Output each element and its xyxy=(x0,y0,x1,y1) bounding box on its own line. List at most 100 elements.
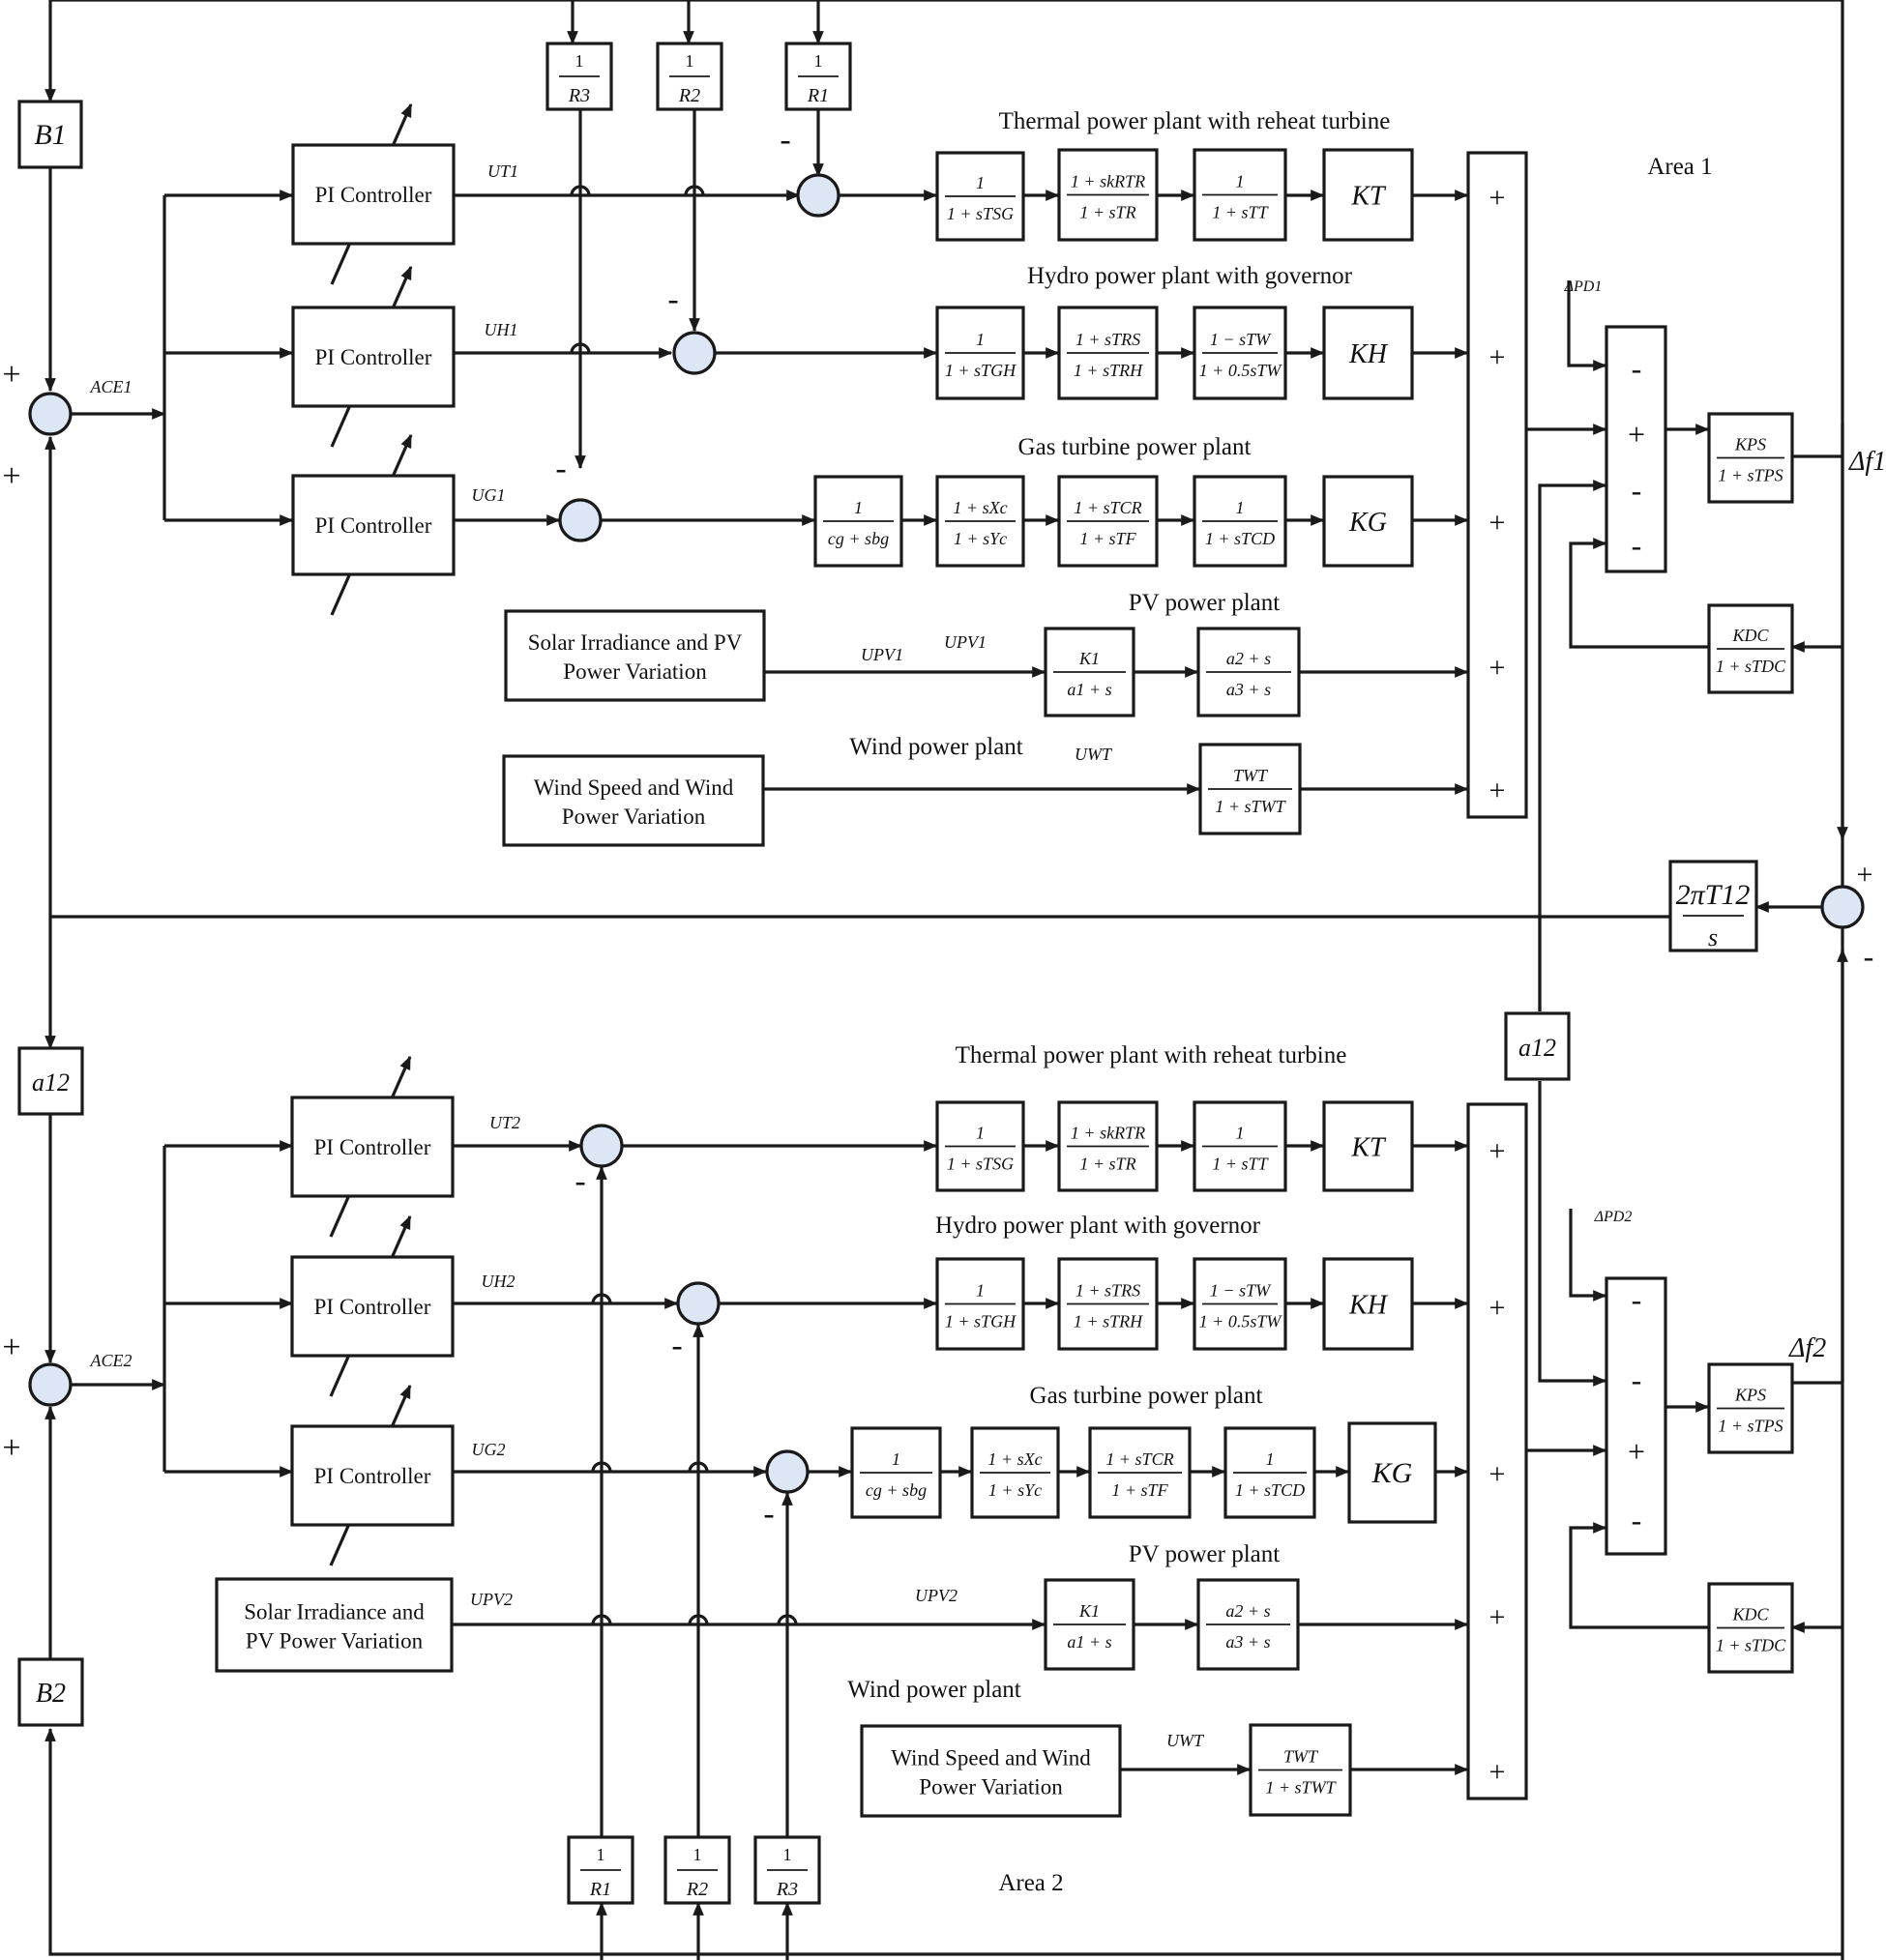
r2-area2-gain-denominator: R2 xyxy=(686,1879,708,1900)
hydro-sum-area2 xyxy=(676,1281,721,1326)
area-sum-minus: - xyxy=(1632,351,1642,386)
dc2-to-area-sum xyxy=(1569,1522,1709,1629)
tf-penstock-1-numerator: 1 − sTW xyxy=(1210,330,1272,349)
tie-sign-plus: + xyxy=(1857,859,1873,891)
a12-gain-tie xyxy=(1504,1011,1571,1081)
tf-wind-2-numerator: TWT xyxy=(1283,1747,1319,1767)
tf-thermal-governor-1-denominator: 1 + sTSG xyxy=(947,204,1014,223)
r1-area1-gain-denominator: R1 xyxy=(807,85,829,106)
gas-sum-area1 xyxy=(558,498,603,542)
tf-dc-link-1-denominator: 1 + sTDC xyxy=(1716,657,1786,676)
plant-summer-area2 xyxy=(1466,1102,1528,1800)
plant-sum-plus: + xyxy=(1489,775,1506,806)
r3-area1-gain-numerator: 1 xyxy=(575,51,584,71)
kt-gain-2-label: KT xyxy=(1350,1133,1387,1163)
title-hydro-area1: Hydro power plant with governor xyxy=(1027,263,1353,289)
solar-source-area1 xyxy=(504,609,766,702)
tf-power-system-2-denominator: 1 + sTPS xyxy=(1718,1417,1783,1436)
ug1-label: UG1 xyxy=(472,485,506,505)
gas-sum-area2 xyxy=(765,1449,810,1494)
uwt1-label: UWT xyxy=(1075,745,1113,764)
tf-pv1-1-denominator: a1 + s xyxy=(1067,680,1111,699)
plant-sum-plus: + xyxy=(1489,1756,1506,1788)
kt-gain-1-label: KT xyxy=(1350,182,1387,212)
tf-dc-link-2-denominator: 1 + sTDC xyxy=(1716,1636,1786,1655)
a12-to-area2-sum xyxy=(1538,1081,1607,1387)
area-sum-plus: + xyxy=(1628,1434,1645,1469)
r2-area1-gain-denominator: R2 xyxy=(678,85,700,106)
a12-gain-area2-label: a12 xyxy=(32,1068,70,1097)
sign-minus: - xyxy=(667,281,678,317)
tf-compressor-1-numerator: 1 xyxy=(1236,498,1245,517)
df1-label: Δf1 xyxy=(1848,447,1886,477)
pi-controller-thermal-1 xyxy=(291,143,456,246)
tf-turbine-1-denominator: 1 + sTT xyxy=(1212,203,1269,222)
line-crossing-hop xyxy=(591,1461,612,1473)
dpd2-label: ΔPD2 xyxy=(1594,1209,1633,1225)
df2-to-b2 xyxy=(44,1727,1842,1956)
tf-wind-1-denominator: 1 + sTWT xyxy=(1215,797,1286,816)
hydro-sum-area1 xyxy=(672,331,717,375)
b2-gain-label: B2 xyxy=(36,1679,66,1709)
line-crossing-hop xyxy=(777,1614,798,1625)
tf-compressor-2-denominator: 1 + sTCD xyxy=(1235,1480,1305,1500)
tf-gas-governor-1-denominator: 1 + sYc xyxy=(954,529,1007,548)
tf-thermal-governor-2-numerator: 1 xyxy=(976,1124,985,1143)
pi-controller-gas-1-label: PI Controller xyxy=(315,513,432,538)
ace1-label: ACE1 xyxy=(90,377,133,396)
kg-gain-1 xyxy=(1322,475,1414,568)
tf-penstock-1-denominator: 1 + 0.5sTW xyxy=(1199,361,1283,380)
tf-power-system-1-denominator: 1 + sTPS xyxy=(1718,466,1783,485)
area-sum-minus: - xyxy=(1632,1362,1642,1397)
plant-sum-plus: + xyxy=(1489,1135,1506,1167)
tf-combustor-1-denominator: 1 + sTF xyxy=(1079,529,1136,548)
tf-reheat-1-denominator: 1 + sTR xyxy=(1079,203,1135,222)
title-gas-area2: Gas turbine power plant xyxy=(1030,1383,1263,1409)
dpd1-line xyxy=(1567,280,1607,371)
tf-hydro-droop-1-numerator: 1 + sTRS xyxy=(1076,330,1140,349)
title-hydro-area2: Hydro power plant with governor xyxy=(935,1213,1261,1239)
title-wind-area2: Wind power plant xyxy=(847,1677,1021,1703)
ace2-summing-junction xyxy=(28,1362,73,1407)
tf-hydro-droop-1-denominator: 1 + sTRH xyxy=(1074,361,1143,380)
upv1-label: UPV1 xyxy=(861,645,903,664)
dpd1-label: ΔPD1 xyxy=(1564,278,1603,295)
tf-combustor-2-numerator: 1 + sTCR xyxy=(1105,1449,1173,1469)
tf-wind-2-denominator: 1 + sTWT xyxy=(1265,1778,1337,1798)
tf-pv1-1-numerator: K1 xyxy=(1078,649,1100,668)
wind-source-area1-line2: Power Variation xyxy=(562,804,706,829)
kg-gain-2 xyxy=(1347,1421,1437,1524)
pi-controller-gas-1 xyxy=(291,474,456,576)
kh-gain-1-label: KH xyxy=(1348,339,1389,369)
sign-minus: - xyxy=(780,122,790,158)
pi-controller-hydro-2 xyxy=(290,1255,455,1358)
plant-sum-plus: + xyxy=(1489,507,1506,539)
b2-gain xyxy=(17,1657,84,1727)
pi-controller-gas-2-label: PI Controller xyxy=(314,1464,431,1488)
kg-gain-1-label: KG xyxy=(1348,508,1387,538)
pi-controller-gas-2 xyxy=(290,1424,455,1527)
tf-power-system-1-numerator: KPS xyxy=(1734,435,1766,454)
wind-source-area1-line1: Wind Speed and Wind xyxy=(534,775,734,800)
area-sum-minus: - xyxy=(1632,1503,1642,1537)
tie-to-area2 xyxy=(44,915,1669,1050)
thermal-sum-area2 xyxy=(579,1124,624,1168)
tf-pv2-1-numerator: a2 + s xyxy=(1226,649,1271,668)
b1-gain xyxy=(17,100,83,169)
ace2-label: ACE2 xyxy=(90,1351,133,1370)
plant-sum-plus: + xyxy=(1489,1458,1506,1490)
tie-sign-minus: - xyxy=(1864,939,1874,974)
title-pv-area2: PV power plant xyxy=(1129,1541,1281,1567)
area-sum-minus: - xyxy=(1632,473,1642,508)
b1-gain-label: B1 xyxy=(34,119,66,151)
tf-thermal-governor-1-numerator: 1 xyxy=(976,173,985,192)
r3-area1-gain-denominator: R3 xyxy=(568,85,590,106)
line-crossing-hop xyxy=(688,1461,709,1473)
tie-line-gain xyxy=(1668,860,1758,952)
tf-dc-link-1-numerator: KDC xyxy=(1731,626,1769,645)
tf-dc-link-2-numerator: KDC xyxy=(1731,1605,1769,1624)
area-summer-area1 xyxy=(1605,325,1667,573)
sign-minus: - xyxy=(575,1163,585,1199)
tf-wind-1-numerator: TWT xyxy=(1233,766,1269,785)
